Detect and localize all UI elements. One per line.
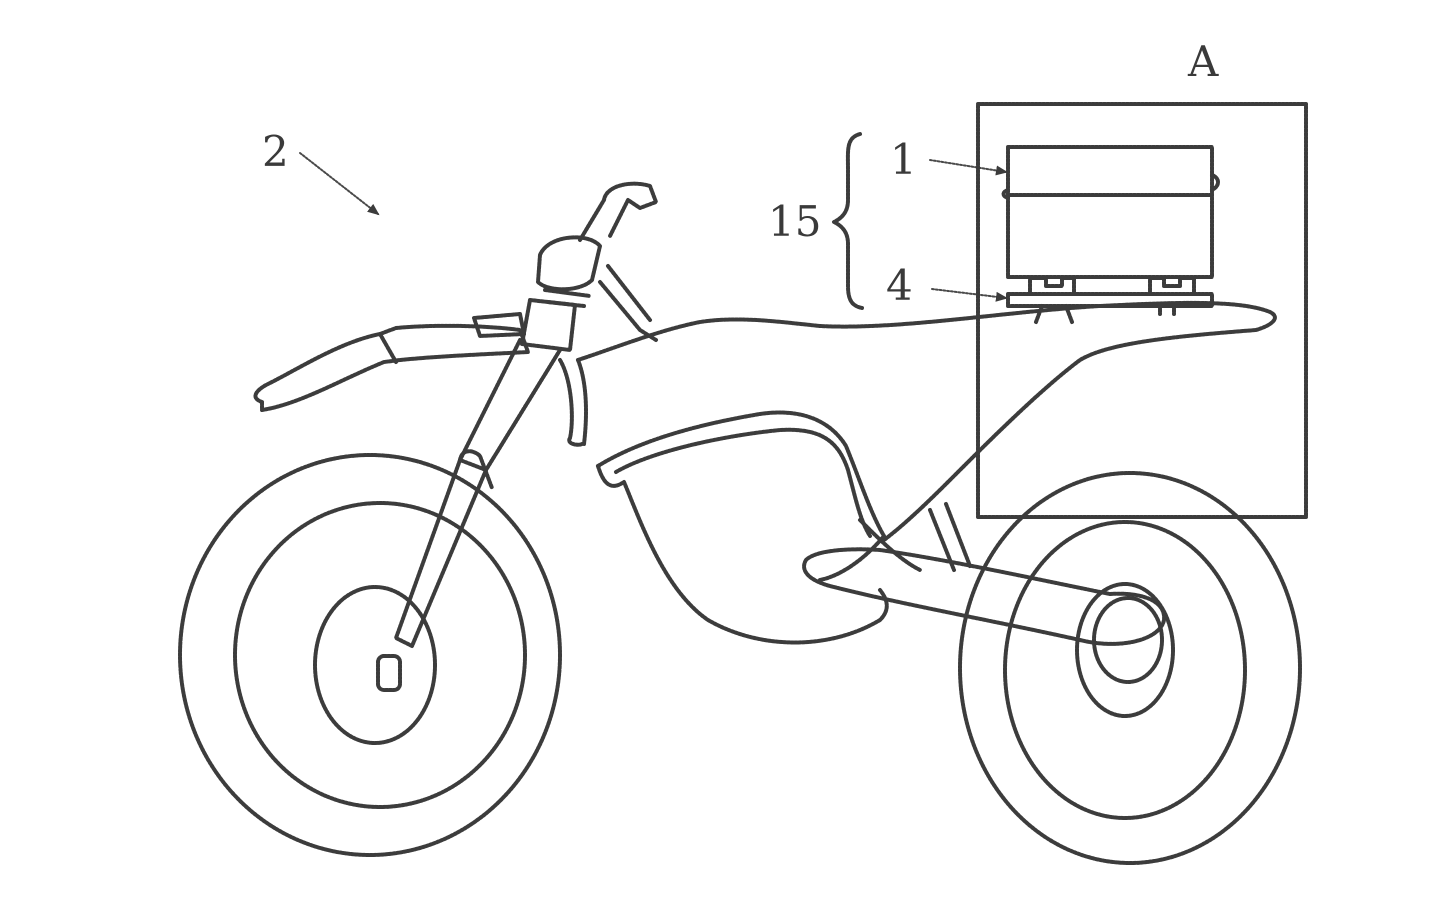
label-assembly: 15 [768, 197, 821, 246]
component-4-mount [1006, 276, 1214, 324]
number-plate [472, 312, 526, 338]
brace-assembly [832, 132, 864, 310]
frame-body [558, 300, 1277, 645]
rear-wheel [958, 471, 1302, 865]
leader-component-4 [931, 288, 1008, 302]
front-fender-line [378, 332, 398, 364]
component-1-box [1001, 145, 1220, 279]
label-detail-a: A [1187, 37, 1219, 86]
swingarm [802, 547, 1167, 646]
front-fender [253, 323, 530, 412]
front-wheel [178, 453, 562, 857]
leader-component-1 [929, 159, 1008, 176]
label-component-4: 4 [886, 261, 913, 310]
leader-vehicle [299, 152, 380, 216]
detail-box-a [976, 102, 1308, 519]
label-vehicle: 2 [262, 127, 289, 176]
label-component-1: 1 [890, 135, 917, 184]
front-fork [394, 181, 658, 648]
